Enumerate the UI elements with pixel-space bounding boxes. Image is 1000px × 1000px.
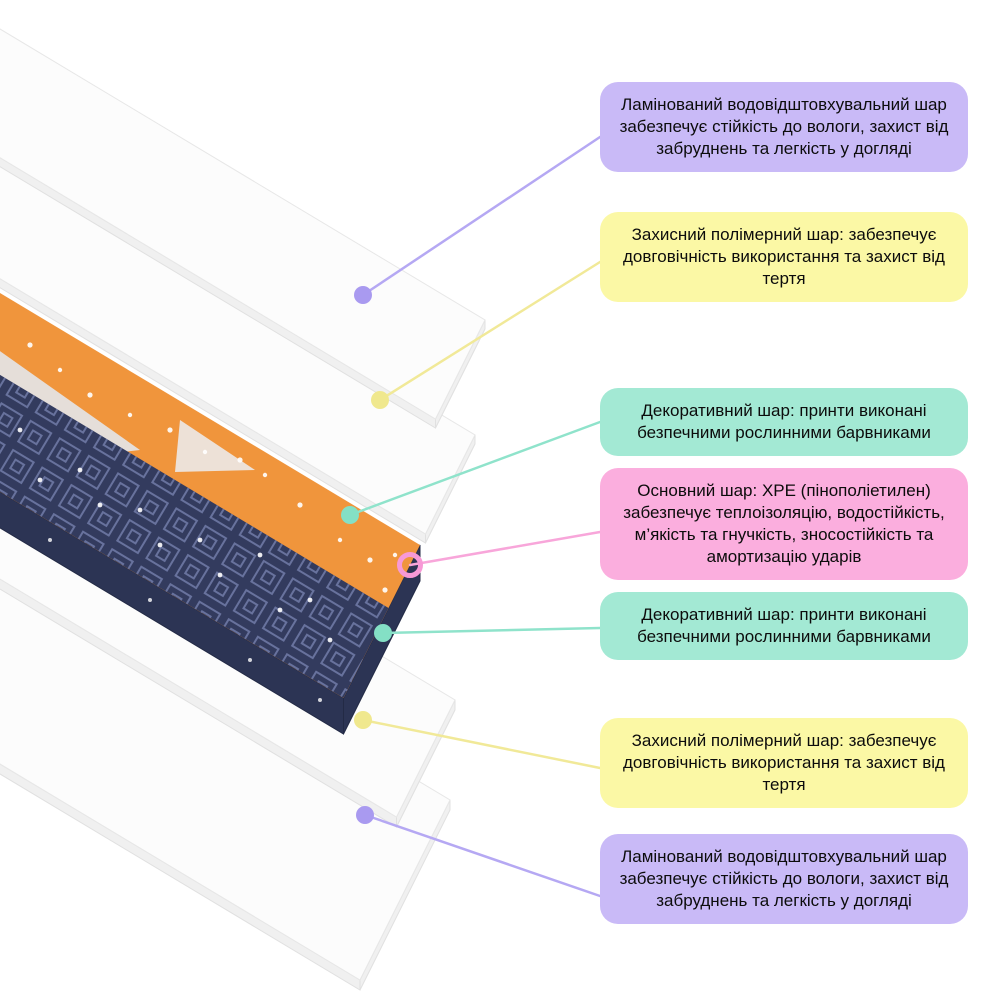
layer-label-protective-top: Захисний полімерний шар: забезпечує довг… (600, 212, 968, 303)
layer-core-decorative (0, 293, 421, 735)
connector-dot-1 (354, 286, 372, 304)
sheet-laminated-top (0, 28, 486, 429)
layer-label-decorative-top: Декоративний шар: принти виконані безпеч… (600, 388, 968, 457)
layer-label-core-xpe: Основний шар: XPE (пінополіетилен) забез… (600, 468, 968, 581)
decorative-print (0, 296, 398, 698)
sheet-protective-top (0, 149, 476, 544)
connector-line-3 (348, 420, 602, 517)
layer-label-laminated-top: Ламінований водовідштовхувальний шар заб… (600, 82, 968, 173)
connector-lines (348, 135, 602, 898)
connector-dot-7 (356, 806, 374, 824)
connector-line-4 (408, 530, 602, 567)
connector-line-7 (363, 813, 602, 898)
connector-dot-2 (371, 391, 389, 409)
connector-dot-6 (354, 711, 372, 729)
print-greek-keys (0, 296, 389, 698)
layer-label-decorative-bottom: Декоративний шар: принти виконані безпеч… (600, 592, 968, 661)
layer-label-laminated-bottom: Ламінований водовідштовхувальний шар заб… (600, 834, 968, 925)
connector-dot-3 (341, 506, 359, 524)
connector-ring-4 (397, 552, 423, 578)
connector-line-2 (378, 260, 602, 402)
sheet-face (0, 28, 486, 420)
connector-line-6 (361, 718, 602, 770)
connector-dots (341, 286, 423, 824)
print-speckles (17, 342, 398, 643)
connector-line-5 (381, 626, 602, 635)
connector-line-1 (361, 135, 602, 297)
layer-label-protective-bottom: Захисний полімерний шар: забезпечує довг… (600, 718, 968, 809)
connector-dot-5 (374, 624, 392, 642)
side-speckles (48, 538, 322, 702)
print-triangle (175, 420, 255, 472)
